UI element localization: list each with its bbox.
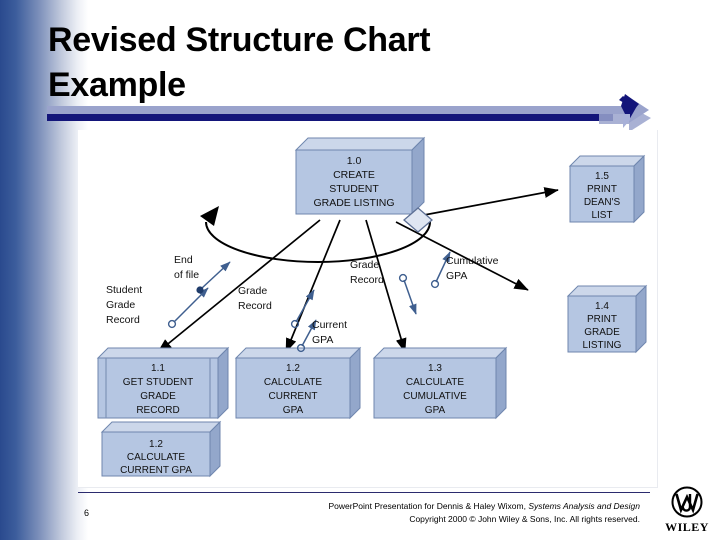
couple-grade-record-right: Grade Record	[350, 259, 417, 315]
control-flag-end-of-file: End of file	[174, 254, 231, 294]
module-1-2-line-3: CURRENT	[269, 391, 318, 402]
footer-credit-line-2: Copyright 2000 © John Wiley & Sons, Inc.…	[409, 514, 640, 525]
flag-label-line-1: End	[174, 254, 193, 266]
module-1-3-line-2: CALCULATE	[406, 377, 464, 388]
rule-light-band	[47, 106, 613, 114]
wiley-logo: WILEY	[660, 486, 714, 536]
module-1-3-line-3: CUMULATIVE	[403, 391, 467, 402]
couple-grade-record-left: Grade Record	[238, 285, 315, 329]
module-1-0-line-4: GRADE LISTING	[313, 197, 394, 209]
module-1-2-line-2: CALCULATE	[264, 377, 322, 388]
module-1-4-line-3: GRADE	[584, 327, 620, 338]
flag-label-line-2: of file	[174, 269, 199, 281]
module-box-1-3[interactable]: 1.3 CALCULATE CUMULATIVE GPA	[372, 346, 508, 420]
module-1-1-line-2: GET STUDENT	[123, 377, 193, 388]
left-accent-band	[0, 0, 88, 540]
wiley-monogram-icon	[671, 486, 703, 518]
module-box-1-5[interactable]: 1.5 PRINT DEAN'S LIST	[568, 154, 646, 224]
couple-student-grade-record: Student Grade Record	[106, 284, 209, 329]
module-1-4-line-1: 1.4	[595, 301, 609, 312]
module-box-1-0[interactable]: 1.0 CREATE STUDENT GRADE LISTING	[294, 136, 426, 216]
footer-credit-line-1: PowerPoint Presentation for Dennis & Hal…	[200, 500, 641, 513]
wiley-wordmark: WILEY	[665, 520, 709, 534]
module-box-1-2-duplicate[interactable]: 1.2 CALCULATE CURRENT GPA	[100, 420, 222, 478]
couple-label-1-line-1: Student	[106, 284, 142, 296]
module-1-4-line-4: LISTING	[583, 340, 622, 351]
module-box-1-1[interactable]: 1.1 GET STUDENT GRADE RECORD	[96, 346, 230, 420]
module-1-2-line-4: GPA	[283, 405, 304, 416]
couple-current-gpa: Current GPA	[296, 319, 347, 353]
couple-label-3-line-2: GPA	[312, 334, 333, 346]
module-1-2-dup-line-3: CURRENT GPA	[120, 465, 192, 476]
rule-dark-band	[47, 114, 613, 121]
couple-label-5-line-2: GPA	[446, 270, 467, 282]
couple-label-2-line-1: Grade	[238, 285, 267, 297]
rule-arrow-icon	[599, 94, 651, 132]
module-1-0-line-3: STUDENT	[329, 183, 379, 195]
structure-chart-figure: 1.0 CREATE STUDENT GRADE LISTING 1.5 PRI…	[78, 130, 658, 488]
module-1-1-line-1: 1.1	[151, 363, 165, 374]
module-1-1-line-3: GRADE	[140, 391, 176, 402]
module-1-2-line-1: 1.2	[286, 363, 300, 374]
selection-diamond-icon	[403, 207, 433, 233]
module-1-5-line-3: DEAN'S	[584, 197, 621, 208]
couple-label-3-line-1: Current	[312, 319, 347, 331]
module-1-2-dup-line-2: CALCULATE	[127, 452, 185, 463]
module-1-4-line-2: PRINT	[587, 314, 617, 325]
page-title: Revised Structure Chart Example	[48, 21, 431, 104]
footer-divider	[78, 492, 650, 493]
module-1-1-line-4: RECORD	[136, 405, 179, 416]
module-1-0-line-1: 1.0	[347, 155, 362, 167]
module-1-3-line-4: GPA	[425, 405, 446, 416]
couple-cumulative-gpa: Cumulative GPA	[430, 251, 499, 289]
couple-label-4-line-1: Grade	[350, 259, 379, 271]
connector-lines	[157, 187, 559, 353]
slide-number: 6	[84, 508, 90, 518]
structure-chart-svg: 1.0 CREATE STUDENT GRADE LISTING 1.5 PRI…	[96, 136, 648, 478]
footer-book-title: Systems Analysis and Design	[528, 501, 640, 511]
module-1-2-dup-line-1: 1.2	[149, 439, 163, 450]
footer-credit: PowerPoint Presentation for Dennis & Hal…	[200, 500, 641, 526]
couple-label-1-line-3: Record	[106, 314, 140, 326]
couple-label-2-line-2: Record	[238, 300, 272, 312]
module-1-0-line-2: CREATE	[333, 169, 375, 181]
footer-credit-prefix: PowerPoint Presentation for Dennis & Hal…	[328, 501, 529, 511]
title-rule	[47, 94, 651, 132]
couple-label-4-line-2: Record	[350, 274, 384, 286]
module-1-5-line-2: PRINT	[587, 184, 617, 195]
iteration-loop-arc	[200, 206, 431, 263]
module-1-5-line-4: LIST	[591, 210, 612, 221]
couple-label-5-line-1: Cumulative	[446, 255, 499, 267]
module-1-5-line-1: 1.5	[595, 171, 609, 182]
module-box-1-2[interactable]: 1.2 CALCULATE CURRENT GPA	[234, 346, 362, 420]
couple-label-1-line-2: Grade	[106, 299, 135, 311]
module-1-3-line-1: 1.3	[428, 363, 442, 374]
module-box-1-4[interactable]: 1.4 PRINT GRADE LISTING	[566, 284, 648, 354]
